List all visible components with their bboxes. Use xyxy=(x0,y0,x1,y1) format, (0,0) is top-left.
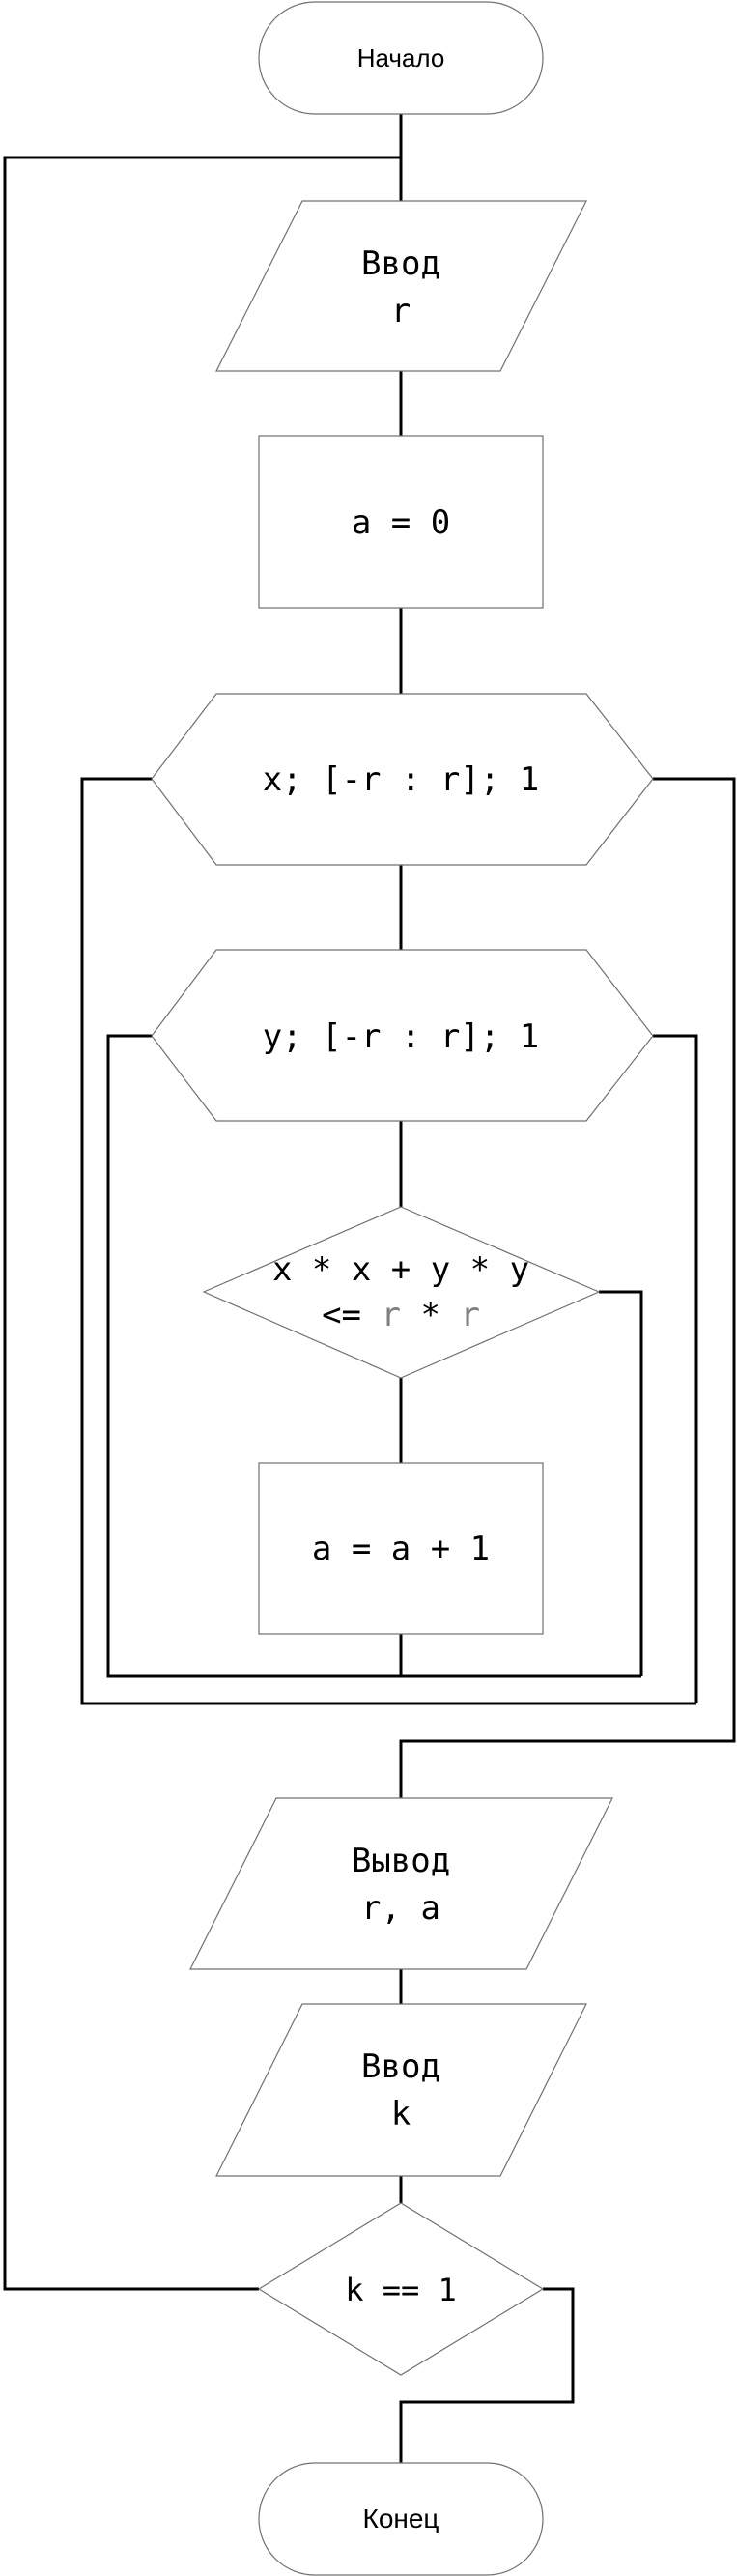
condition-false-branch-line xyxy=(599,1290,643,1676)
input-k-var: k xyxy=(391,2095,411,2133)
input-r-var: r xyxy=(391,292,411,330)
repeat-loop-back-line xyxy=(3,156,401,2291)
repeat-check-decision: k == 1 xyxy=(257,2202,545,2376)
inner-loop-exit-line xyxy=(653,1034,698,1703)
output-block: Вывод r, a xyxy=(189,1797,613,1970)
connectors xyxy=(3,114,736,2463)
output-vars: r, a xyxy=(361,1889,440,1928)
condition-line2: <= r * r xyxy=(322,1296,480,1334)
condition-line1: x * x + y * y xyxy=(272,1250,529,1289)
input-r-block: Ввод r xyxy=(215,200,587,372)
loop-x-label: x; [-r : r]; 1 xyxy=(263,760,540,799)
condition-decision: x * x + y * y <= r * r xyxy=(202,1206,601,1379)
input-k-block: Ввод k xyxy=(215,2003,587,2177)
start-terminator: Начало xyxy=(258,1,544,115)
condition-multiply: * xyxy=(420,1296,439,1334)
input-k-keyword: Ввод xyxy=(361,2047,440,2086)
inner-loop-frame-line xyxy=(106,1034,641,1678)
end-label: Конец xyxy=(363,2504,439,2533)
outer-loop-frame-line xyxy=(80,777,696,1705)
end-terminator: Конец xyxy=(258,2462,544,2576)
repeat-check-label: k == 1 xyxy=(345,2272,457,2308)
increment-label: a = a + 1 xyxy=(312,1530,490,1568)
loop-y-block: y; [-r : r]; 1 xyxy=(151,949,654,1122)
input-r-keyword: Ввод xyxy=(361,244,440,283)
assign-a-zero-label: a = 0 xyxy=(352,503,450,542)
assign-a-zero-block: a = 0 xyxy=(258,435,544,609)
condition-r-left: r xyxy=(382,1296,401,1334)
increment-block: a = a + 1 xyxy=(258,1462,544,1635)
start-label: Начало xyxy=(357,43,445,72)
loop-y-label: y; [-r : r]; 1 xyxy=(263,1017,540,1056)
check-exit-line xyxy=(399,2287,575,2463)
output-keyword: Вывод xyxy=(352,1842,450,1880)
outer-loop-exit-line xyxy=(399,777,736,1798)
loop-x-block: x; [-r : r]; 1 xyxy=(151,693,654,866)
condition-r-right: r xyxy=(460,1296,479,1334)
condition-operator: <= xyxy=(322,1296,361,1334)
